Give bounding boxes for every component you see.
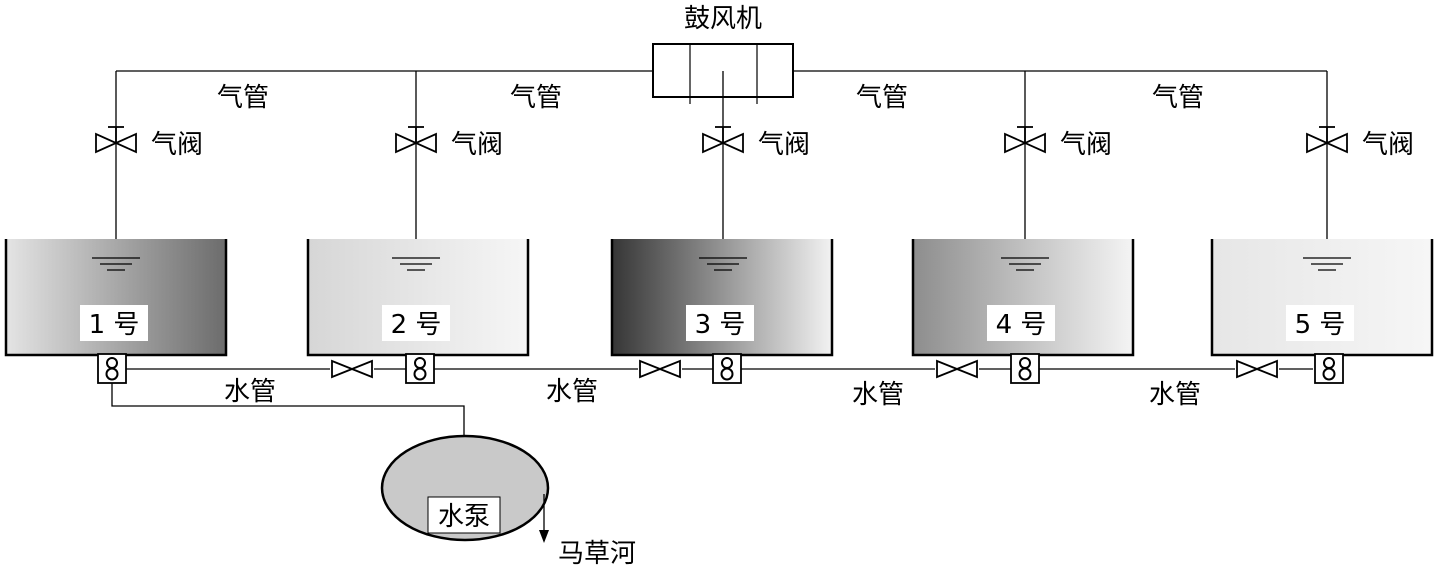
tank-units: 气阀 1 号 气阀 2 号 气阀 3 号 气阀 4 号 气阀 5 号 bbox=[4, 71, 1434, 384]
water-valve-icon-3 bbox=[639, 359, 681, 379]
outlet-label: 马草河 bbox=[558, 539, 636, 569]
air-pipe-label-3: 气管 bbox=[856, 83, 908, 113]
tank-label-box-1 bbox=[80, 305, 148, 341]
pump-label: 水泵 bbox=[438, 502, 490, 532]
tank-label-5: 5 号 bbox=[1295, 310, 1346, 340]
water-valve-icon-2 bbox=[331, 359, 373, 379]
water-pipe-label-4: 水管 bbox=[1149, 380, 1201, 410]
tank-label-box-3 bbox=[686, 305, 754, 341]
tank-pump-icon-bottom-3 bbox=[720, 367, 734, 381]
air-valve-label-2: 气阀 bbox=[451, 130, 503, 160]
air-valve-label-1: 气阀 bbox=[151, 130, 203, 160]
blower-label: 鼓风机 bbox=[684, 4, 762, 34]
tank-label-box-4 bbox=[987, 305, 1055, 341]
tank-pump-icon-bottom-1 bbox=[105, 367, 119, 381]
tank-label-4: 4 号 bbox=[996, 310, 1047, 340]
water-valve-icon-4 bbox=[936, 359, 978, 379]
tank-pump-icon-bottom-2 bbox=[413, 367, 427, 381]
tank-label-2: 2 号 bbox=[391, 310, 442, 340]
outlet-arrow bbox=[539, 530, 549, 543]
air-pipe-label-1: 气管 bbox=[217, 83, 269, 113]
pump-label-box bbox=[427, 496, 501, 534]
air-pipe-label-4: 气管 bbox=[1152, 83, 1204, 113]
tank-pump-icon-bottom-4 bbox=[1018, 367, 1032, 381]
air-valve-label-5: 气阀 bbox=[1362, 130, 1414, 160]
tank-label-box-2 bbox=[382, 305, 450, 341]
air-valve-label-3: 气阀 bbox=[758, 130, 810, 160]
air-pipe-label-2: 气管 bbox=[510, 83, 562, 113]
tank-label-1: 1 号 bbox=[89, 310, 140, 340]
tank-pump-icon-bottom-5 bbox=[1322, 367, 1336, 381]
water-pipe-label-1: 水管 bbox=[224, 377, 276, 407]
air-valve-label-4: 气阀 bbox=[1060, 130, 1112, 160]
tank-label-box-5 bbox=[1286, 305, 1354, 341]
water-valve-icon-5 bbox=[1236, 359, 1278, 379]
tank-label-3: 3 号 bbox=[695, 310, 746, 340]
water-pipe-label-3: 水管 bbox=[852, 380, 904, 410]
water-pipe-label-2: 水管 bbox=[546, 377, 598, 407]
water-pump bbox=[380, 434, 550, 542]
